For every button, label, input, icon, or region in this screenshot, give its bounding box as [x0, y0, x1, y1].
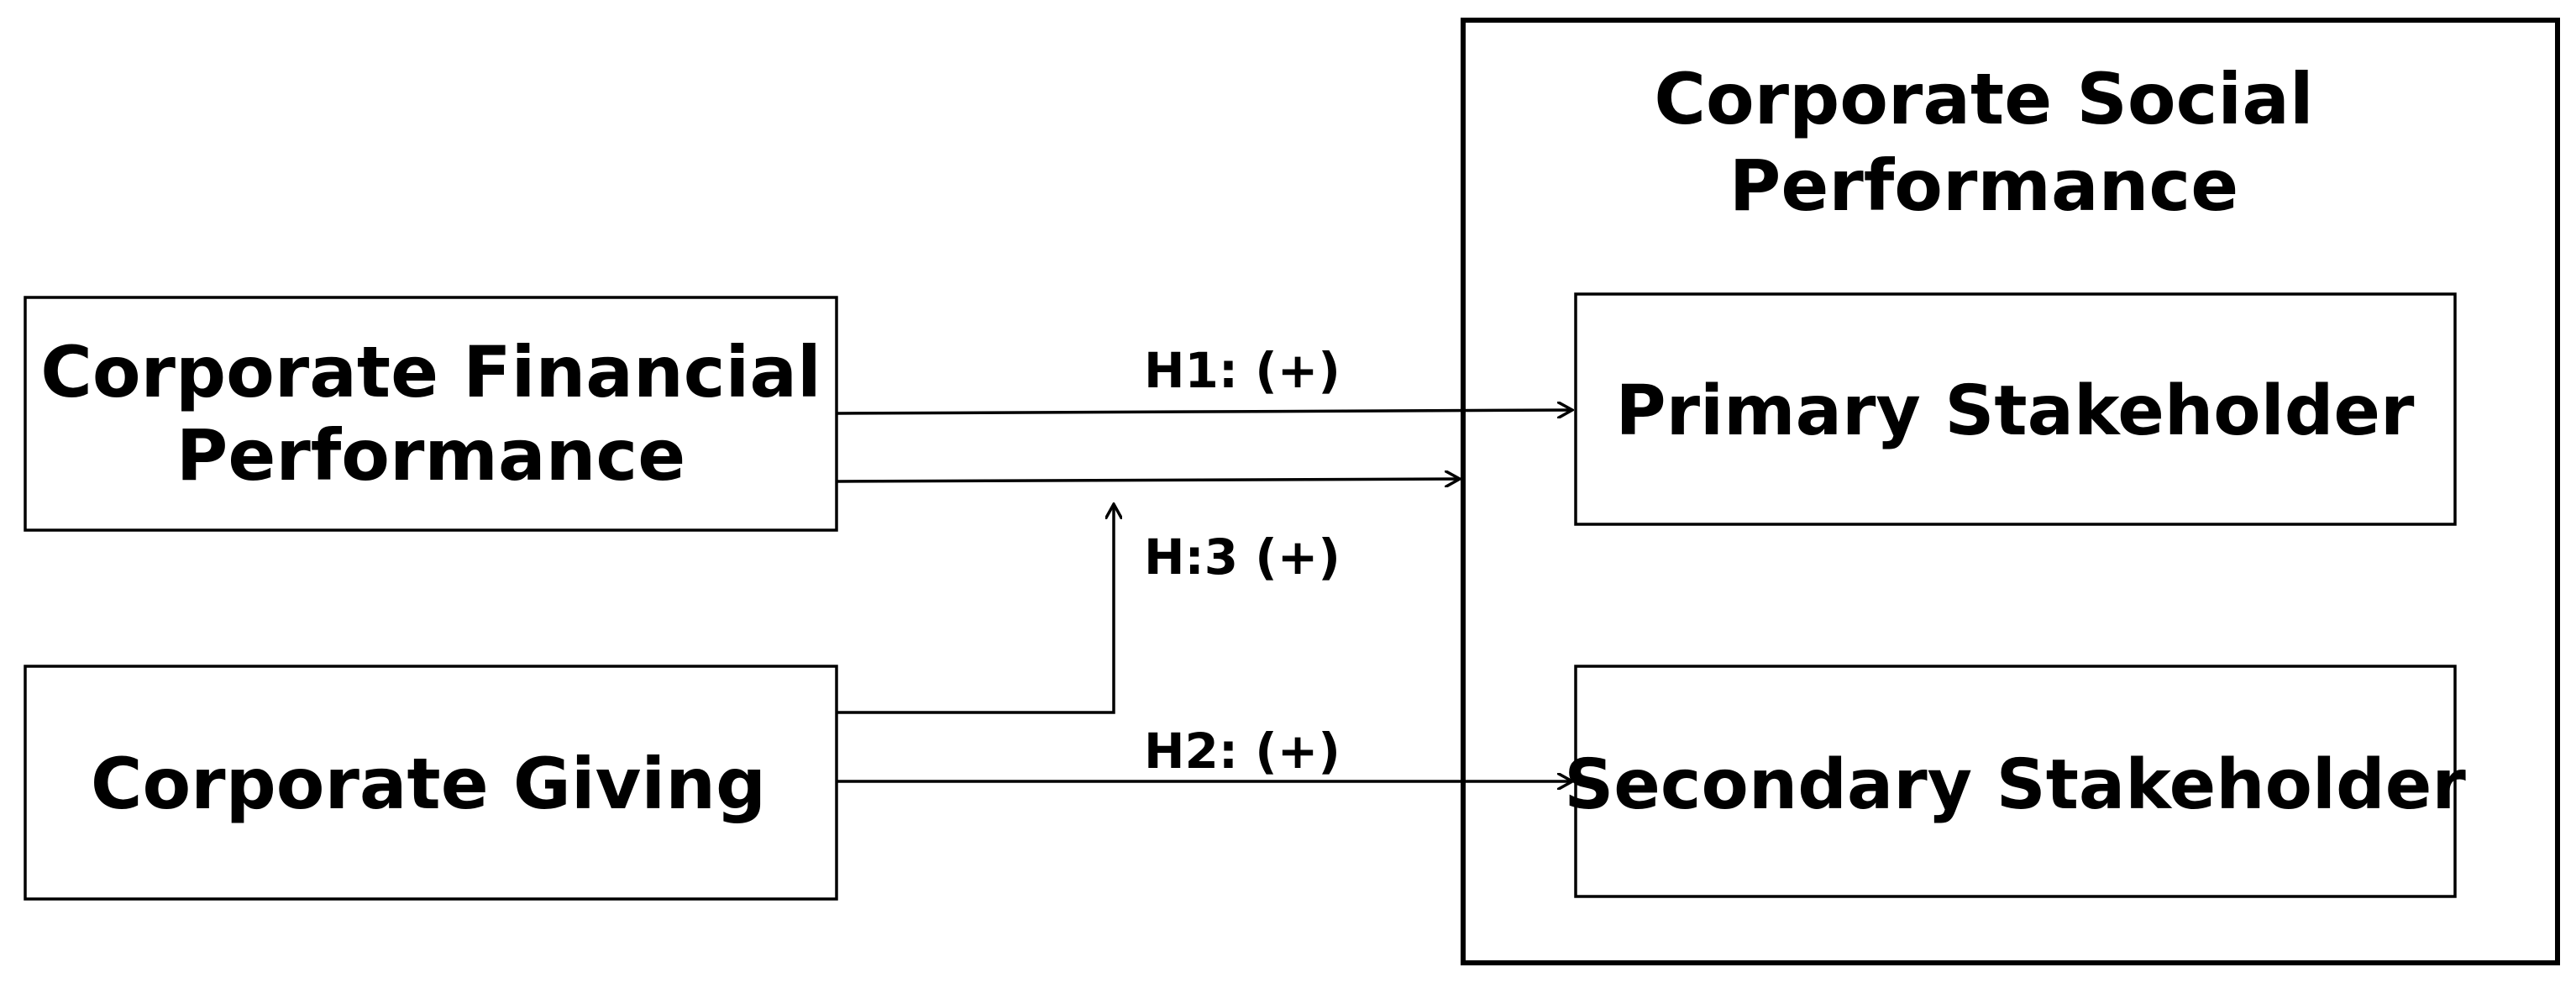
- secondary-stakeholder-node: Secondary Stakeholder: [1564, 665, 2466, 898]
- secondary-stakeholder-box: [1574, 665, 2457, 898]
- h3-edge: H:3 (+): [837, 504, 1340, 714]
- cfp-node: Corporate Financial Performance: [24, 296, 838, 532]
- h1-edge: H1: (+): [836, 342, 1572, 413]
- primary-stakeholder-label: Primary Stakeholder: [1616, 371, 2416, 451]
- h1-arrow: [836, 410, 1572, 413]
- csp-title-line2: Performance: [1729, 145, 2238, 227]
- h3-arrow: [837, 504, 1114, 714]
- giving-node: Corporate Giving: [24, 665, 838, 901]
- h1-label: H1: (+): [1144, 342, 1340, 399]
- cfp-box: [24, 296, 838, 532]
- csp-title-line1: Corporate Social: [1654, 58, 2313, 140]
- cfp-csp-arrow: [836, 479, 1460, 481]
- cfp-csp-edge: [836, 479, 1460, 481]
- giving-box: [24, 665, 838, 901]
- h3-label: H:3 (+): [1144, 528, 1340, 586]
- h2-label: H2: (+): [1144, 723, 1340, 780]
- h2-edge: H2: (+): [837, 723, 1572, 781]
- giving-label: Corporate Giving: [91, 743, 766, 825]
- cfp-label-line1: Corporate Financial: [40, 331, 821, 413]
- primary-stakeholder-box: [1574, 292, 2457, 526]
- secondary-stakeholder-label: Secondary Stakeholder: [1564, 745, 2466, 825]
- primary-stakeholder-node: Primary Stakeholder: [1574, 292, 2457, 526]
- cfp-label-line2: Performance: [176, 414, 685, 497]
